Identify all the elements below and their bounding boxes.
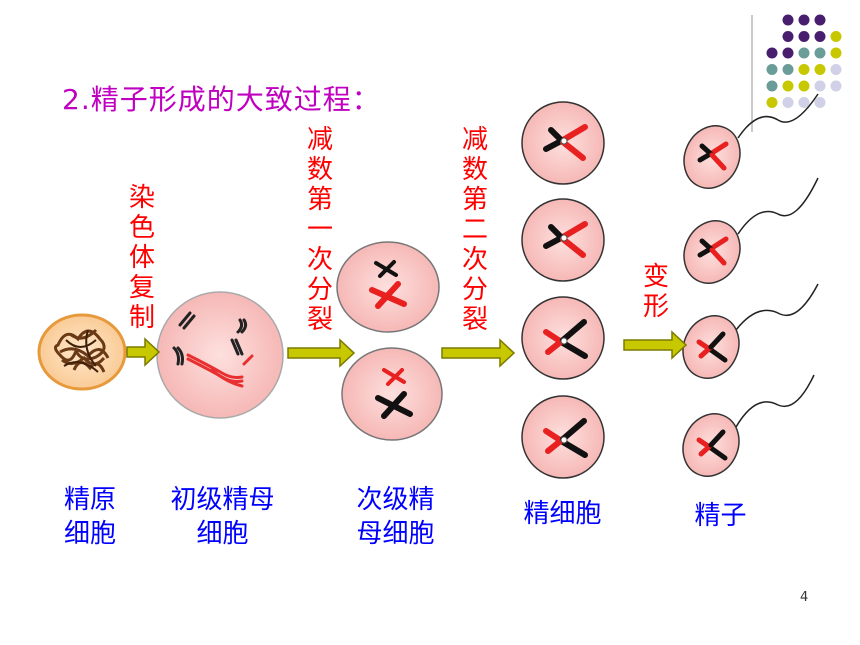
label-primary-spermatocyte: 初级精母 细胞 xyxy=(170,485,275,549)
step-transform-label: 变形 xyxy=(642,262,669,322)
decor-dot xyxy=(814,80,826,92)
step-replication-label: 染色体复制 xyxy=(128,183,155,333)
decor-dot xyxy=(814,14,826,26)
decor-dot xyxy=(782,64,794,75)
decor-dot xyxy=(830,31,842,42)
step-meiosis1-label: 减数第一次分裂 xyxy=(306,125,333,335)
primary-spermatocyte-cell xyxy=(156,291,284,419)
decor-dot xyxy=(782,14,794,26)
label-spermatogonium: 精原 细胞 xyxy=(63,485,116,549)
decor-dot xyxy=(766,80,778,92)
sperm-3 xyxy=(682,283,819,379)
spermatid-4 xyxy=(521,395,605,479)
decor-dot xyxy=(766,64,778,75)
decor-dot xyxy=(766,97,778,108)
decor-dot xyxy=(782,80,794,92)
decor-dot xyxy=(830,47,842,59)
decor-dot xyxy=(814,64,826,75)
spermatid-1 xyxy=(521,101,605,185)
page-number: 4 xyxy=(800,590,809,605)
decor-dot xyxy=(798,47,810,59)
decor-dot xyxy=(798,97,810,108)
arrow-replication xyxy=(126,337,161,367)
decor-dot xyxy=(830,64,842,75)
label-spermatid: 精细胞 xyxy=(523,499,602,529)
arrow-meiosis1 xyxy=(287,338,356,368)
secondary-spermatocyte-top xyxy=(336,241,440,333)
spermatid-2 xyxy=(521,198,605,282)
decor-dot xyxy=(782,47,794,59)
arrow-meiosis2 xyxy=(441,338,516,368)
secondary-spermatocyte-bottom xyxy=(341,347,443,441)
spermatid-3 xyxy=(521,296,605,380)
decor-dot xyxy=(798,31,810,42)
decor-dot xyxy=(798,80,810,92)
label-secondary-spermatocyte: 次级精 母细胞 xyxy=(356,485,435,549)
arrow-transform xyxy=(623,330,688,360)
decor-dot xyxy=(798,14,810,26)
label-sperm: 精子 xyxy=(694,501,747,531)
slide-title: 2.精子形成的大致过程： xyxy=(62,83,381,116)
decor-dot xyxy=(814,97,826,108)
decor-dot xyxy=(814,47,826,59)
sperm-2 xyxy=(683,177,819,284)
decor-dot xyxy=(830,80,842,92)
decor-dot xyxy=(814,31,826,42)
sperm-1 xyxy=(683,93,819,189)
step-meiosis2-label: 减数第二次分裂 xyxy=(461,125,488,335)
decor-dot xyxy=(798,64,810,75)
spermatogonium-cell xyxy=(37,313,127,391)
decor-dot xyxy=(782,97,794,108)
decor-dot xyxy=(766,47,778,59)
decor-dot xyxy=(782,31,794,42)
sperm-4 xyxy=(682,374,815,477)
